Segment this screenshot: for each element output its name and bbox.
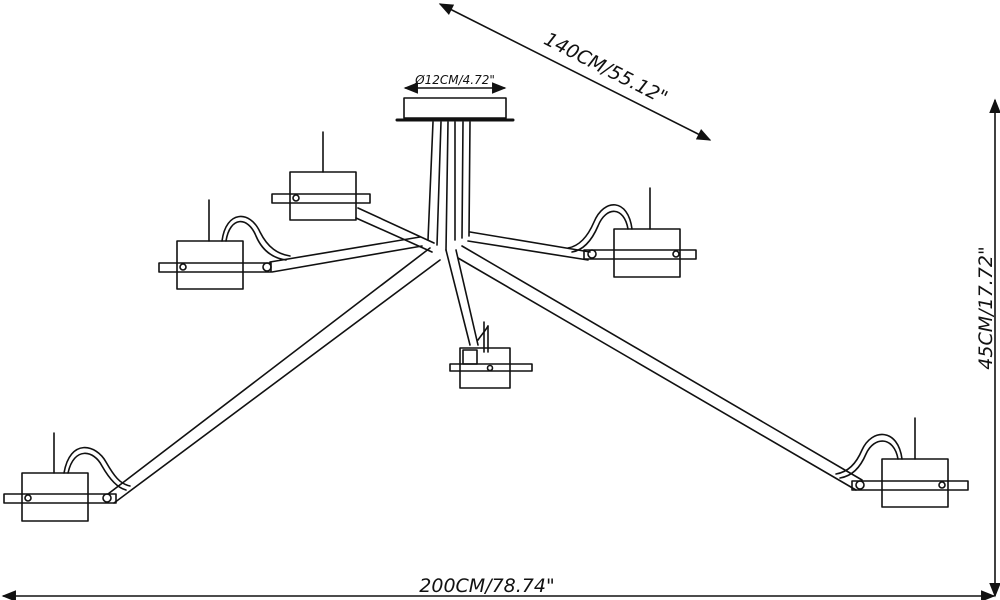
- ceiling-canopy: [395, 97, 515, 122]
- span-dimension-line: [438, 3, 712, 141]
- arm-lower-left: [107, 247, 441, 504]
- span-dimension-label: 140CM/55.12": [540, 28, 671, 109]
- width-dimension-label: 200CM/78.74": [419, 575, 554, 597]
- lamp-head-center: [449, 321, 533, 389]
- lamp-head-mid-left: [158, 199, 291, 290]
- lamp-head-lower-right: [835, 417, 969, 508]
- arm-center-down: [445, 249, 479, 346]
- arm-mid-left: [269, 236, 423, 273]
- height-dimension-label: 45CM/17.72": [975, 246, 997, 369]
- central-stems: [427, 121, 471, 251]
- arm-lower-right: [457, 245, 863, 491]
- lamp-head-upper-right: [567, 187, 697, 278]
- canopy-diameter-label: Ø12CM/4.72": [414, 73, 495, 87]
- lamp-head-lower-left: [3, 432, 131, 522]
- lamp-head-upper-left: [271, 131, 371, 221]
- arm-upper-right: [467, 231, 591, 261]
